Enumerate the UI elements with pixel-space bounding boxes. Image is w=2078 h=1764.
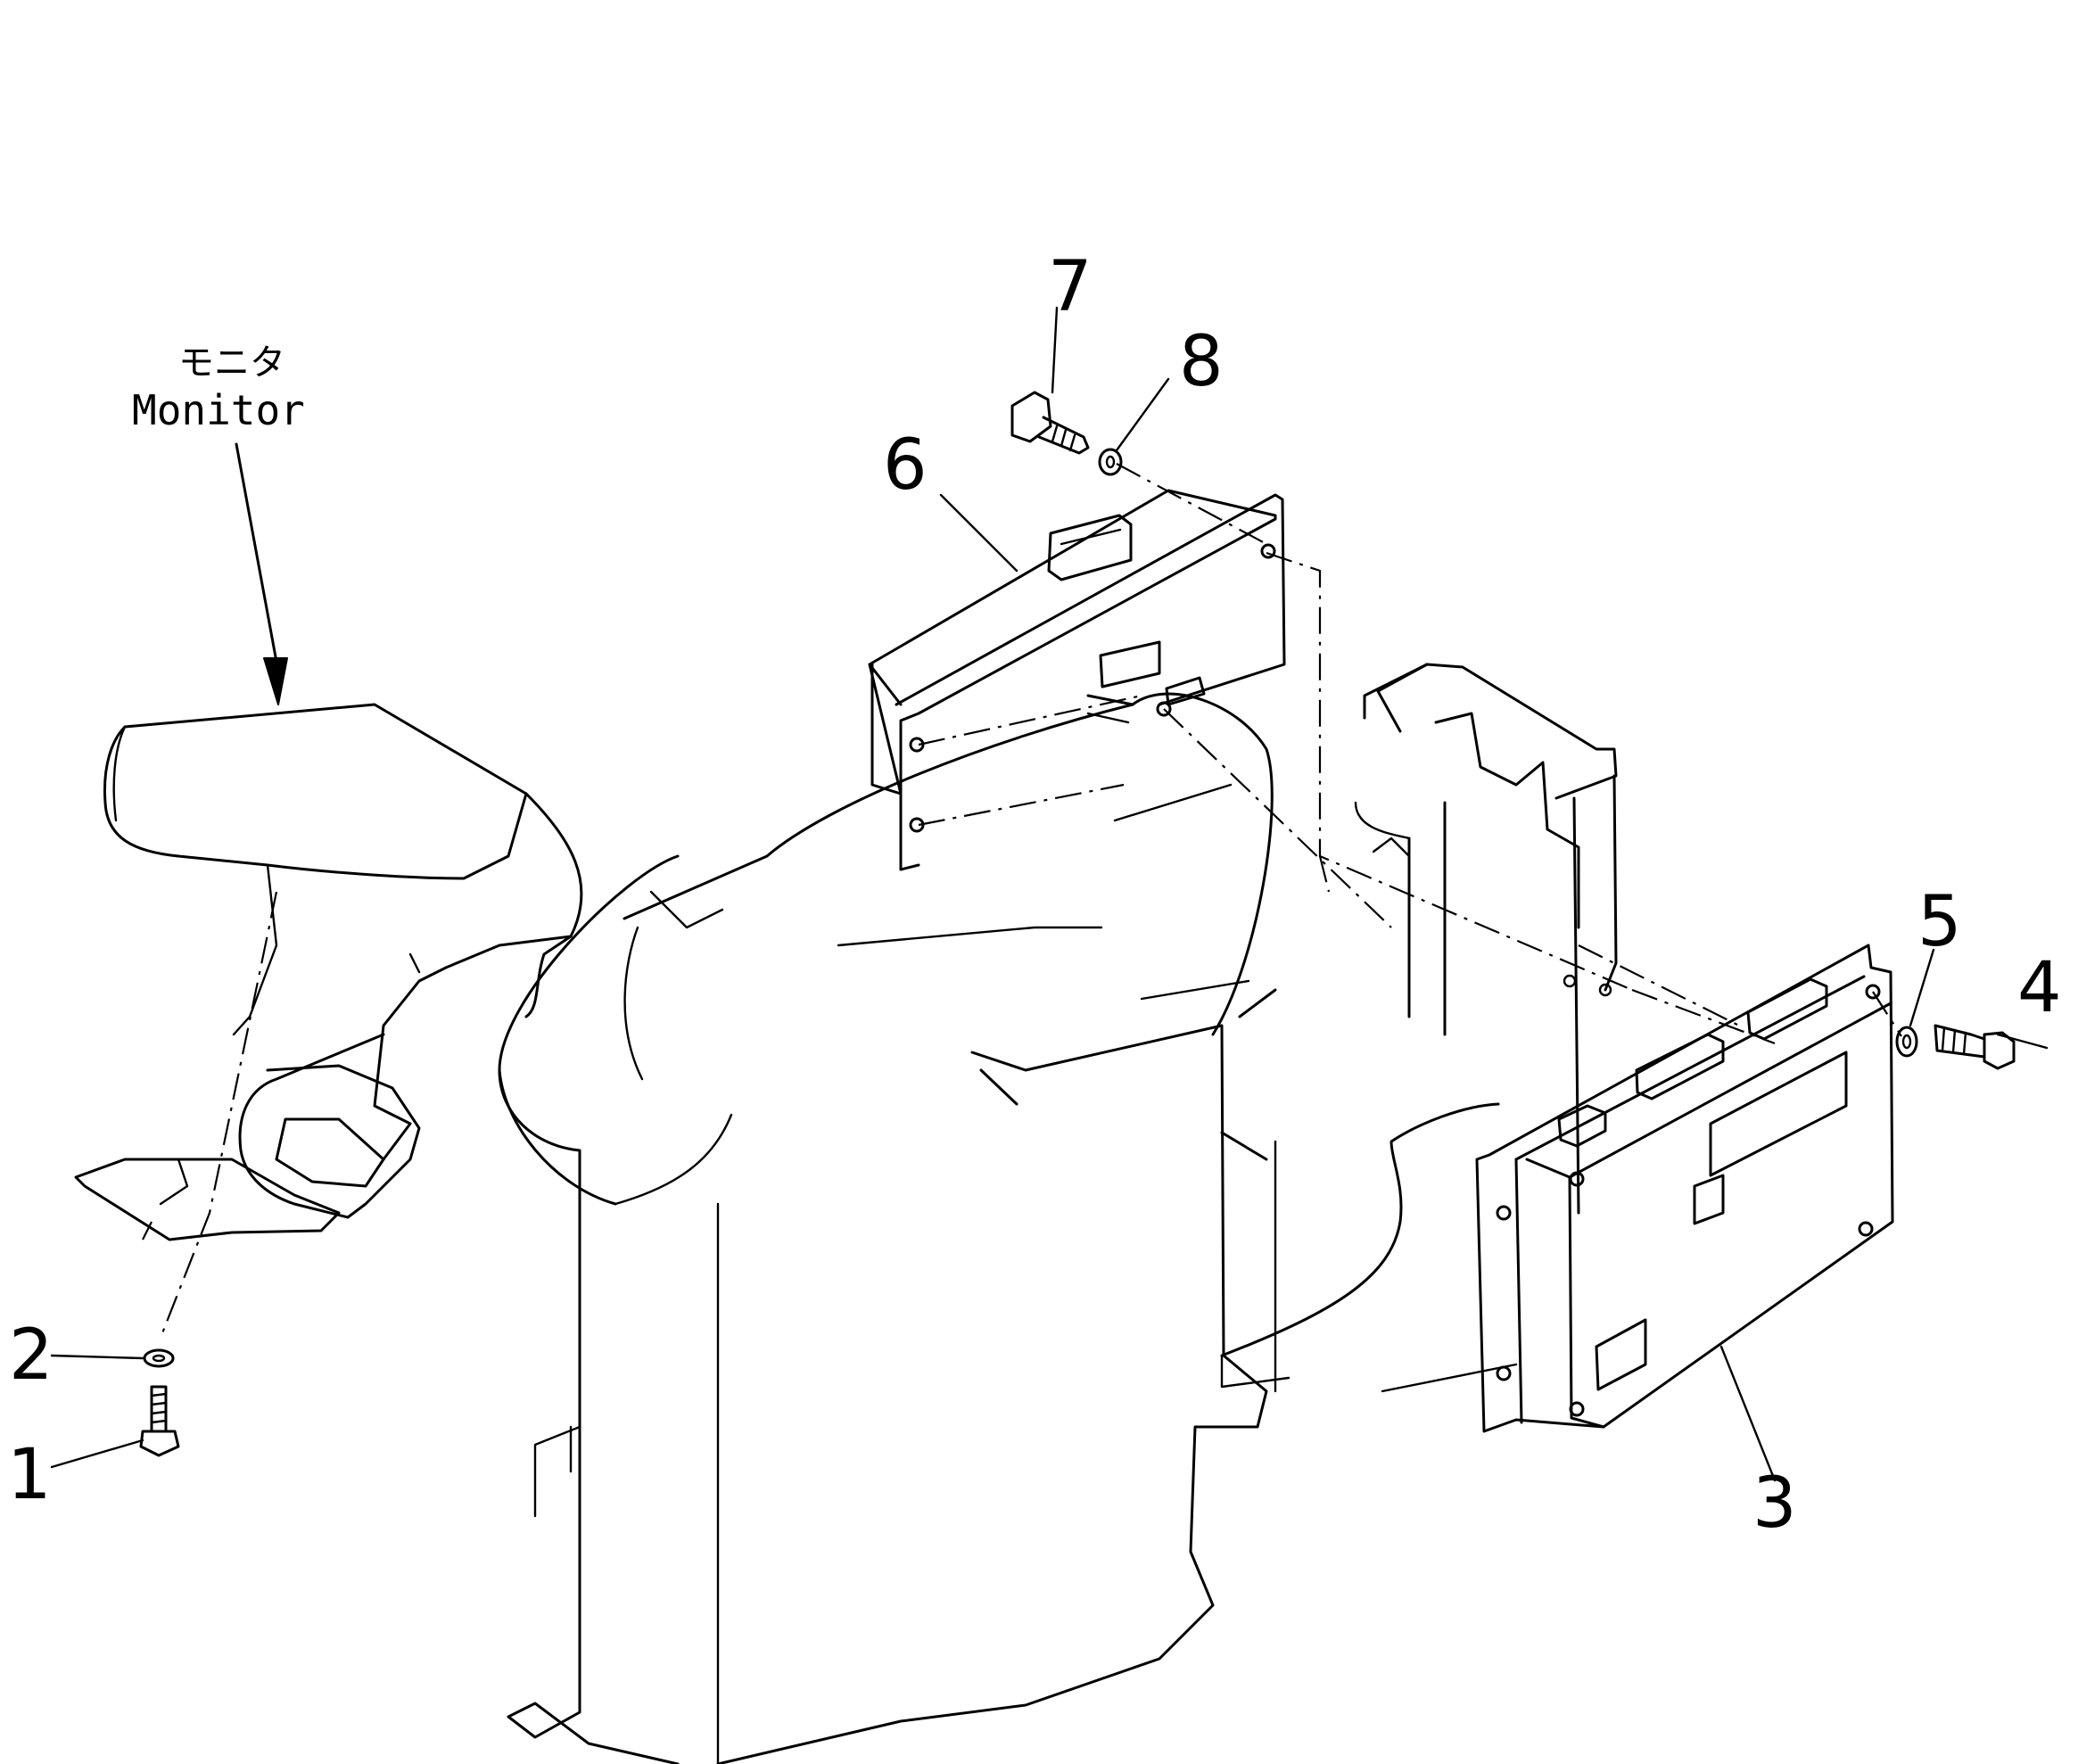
monitor-arrow	[235, 442, 288, 705]
monitor-label-japanese: モニタ	[178, 342, 285, 383]
monitor-unit	[74, 703, 583, 1241]
callout-7: 7	[1048, 247, 1093, 327]
controller-part-6	[868, 489, 1286, 871]
bolt-part-7	[1010, 391, 1090, 455]
washer-part-5	[1895, 1026, 1918, 1058]
washer-part-2	[143, 1348, 175, 1368]
bolt-part-1	[139, 1385, 180, 1457]
bolt-part-4	[1934, 1024, 2016, 1070]
leader-lines	[50, 306, 2049, 1482]
callout-8: 8	[1179, 322, 1224, 402]
callout-6: 6	[883, 425, 928, 506]
callout-5: 5	[1917, 882, 1962, 962]
console-body	[498, 692, 1274, 1764]
controller-part-3	[1475, 944, 1894, 1433]
callout-3: 3	[1752, 1463, 1797, 1544]
callout-2: 2	[9, 1315, 54, 1396]
seat-frame-right	[1220, 663, 1618, 1393]
assembly-centerlines	[142, 463, 1902, 1427]
callout-4: 4	[2017, 948, 2062, 1028]
washer-part-8	[1098, 448, 1123, 476]
monitor-label-english: Monitor	[132, 386, 305, 434]
callout-1: 1	[7, 1435, 52, 1515]
